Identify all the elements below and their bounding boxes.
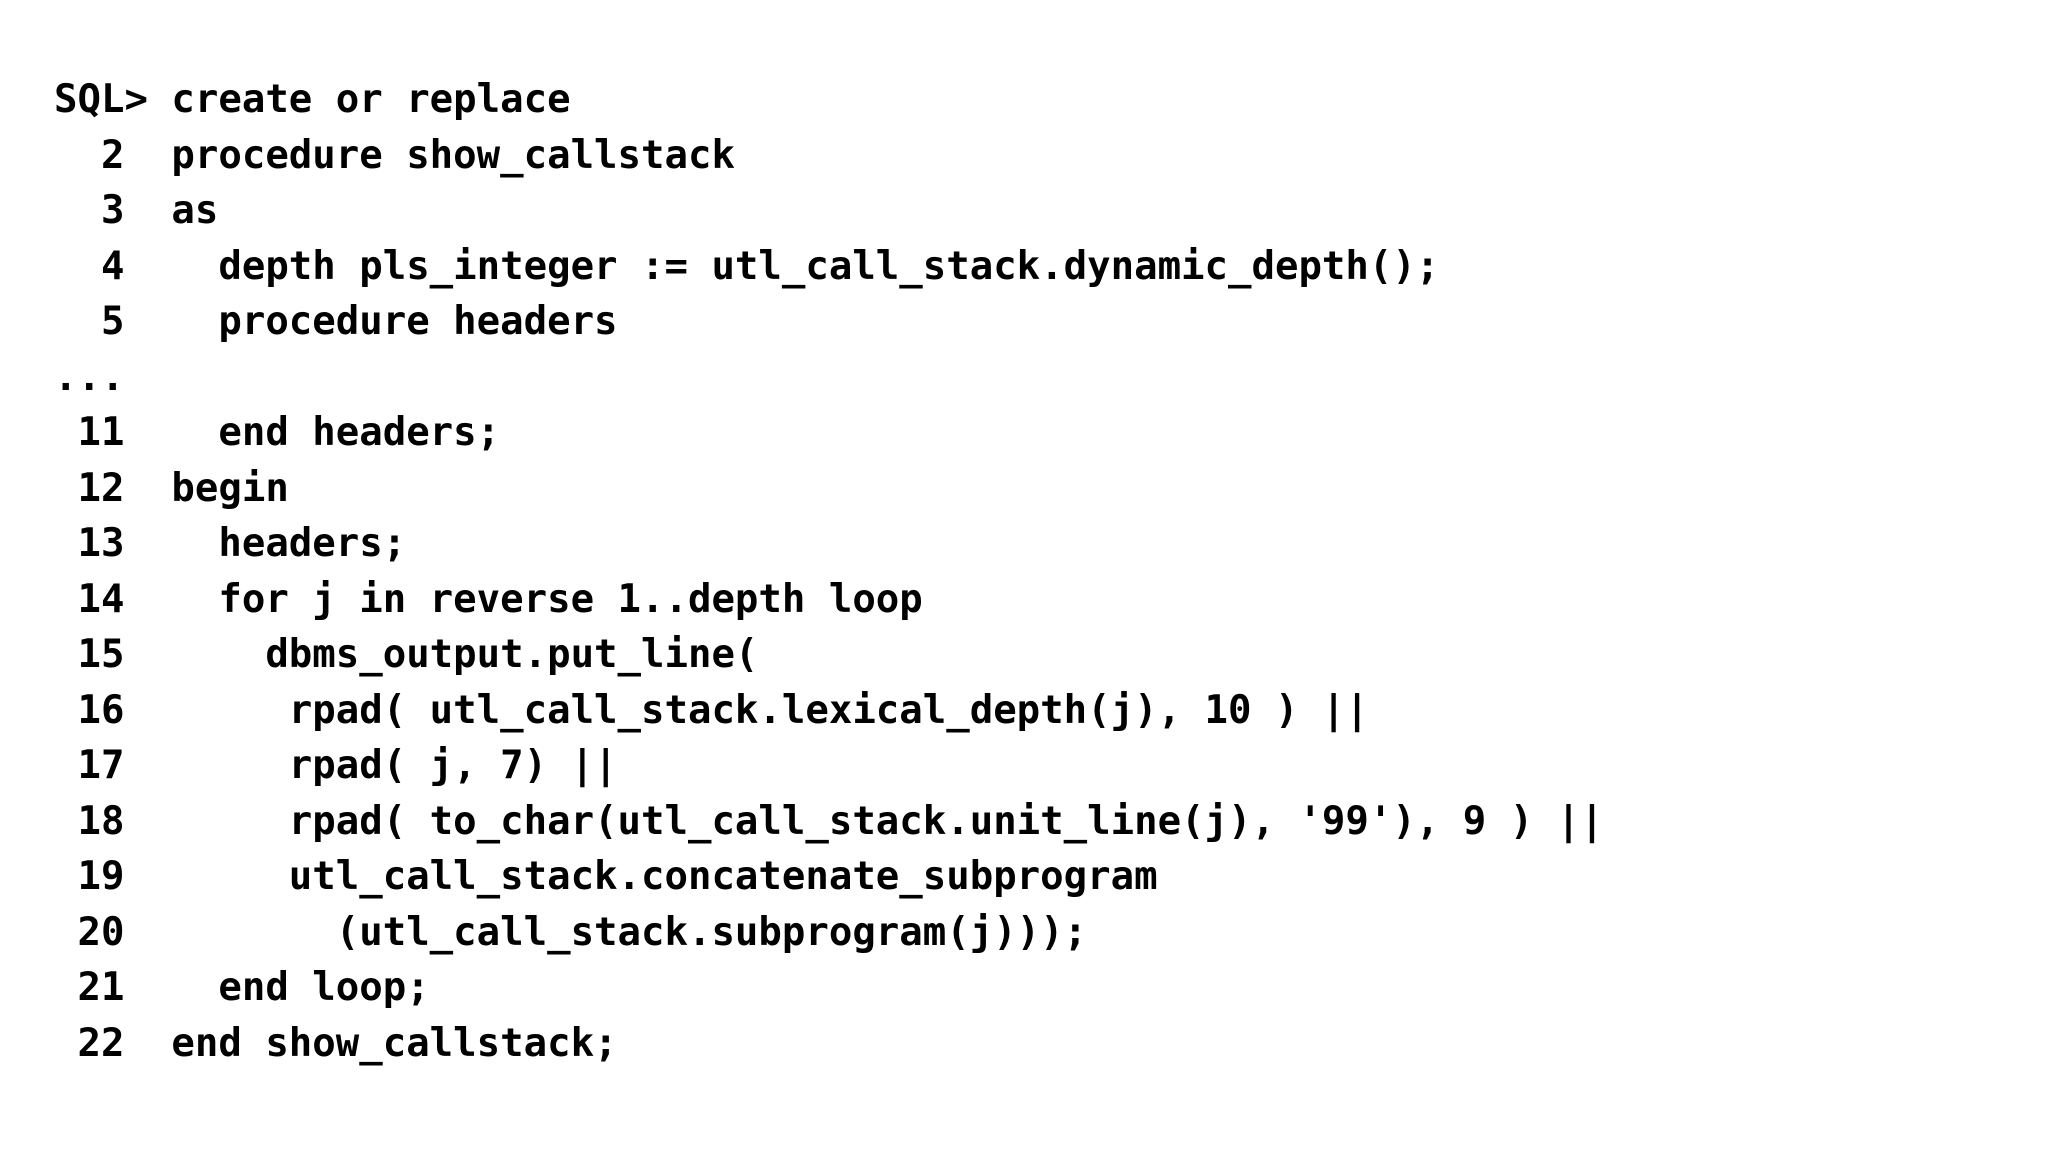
line-number-gutter: 22 <box>54 1020 172 1066</box>
code-text: end show_callstack; <box>171 1020 618 1066</box>
code-line: 17 rpad( j, 7) || <box>54 738 2048 794</box>
code-text: rpad( j, 7) || <box>171 743 618 788</box>
code-text: end loop; <box>171 965 430 1010</box>
code-text: dbms_output.put_line( <box>171 632 759 677</box>
line-number-gutter: 14 <box>54 576 172 622</box>
line-number-gutter: 13 <box>54 521 172 566</box>
line-number-gutter: 2 <box>54 132 172 178</box>
line-number-gutter: 11 <box>54 410 172 455</box>
line-number-gutter: 18 <box>54 798 172 844</box>
line-number-gutter: 21 <box>54 965 172 1010</box>
code-line: 19 utl_call_stack.concatenate_subprogram <box>54 849 2048 905</box>
line-number-gutter: 3 <box>54 188 172 233</box>
code-line: 18 rpad( to_char(utl_call_stack.unit_lin… <box>54 794 2048 850</box>
code-line: 16 rpad( utl_call_stack.lexical_depth(j)… <box>54 683 2048 739</box>
code-line: 11 end headers; <box>54 405 2048 461</box>
code-text: rpad( utl_call_stack.lexical_depth(j), 1… <box>171 687 1369 733</box>
line-number-gutter: 16 <box>54 687 172 733</box>
code-line: 5 procedure headers <box>54 294 2048 350</box>
code-line: 12 begin <box>54 461 2048 517</box>
code-text: end headers; <box>171 410 501 455</box>
code-line: 15 dbms_output.put_line( <box>54 627 2048 683</box>
code-text: headers; <box>171 521 407 566</box>
code-line: 13 headers; <box>54 516 2048 572</box>
code-text: create or replace <box>171 77 571 122</box>
code-line: 4 depth pls_integer := utl_call_stack.dy… <box>54 239 2048 295</box>
code-line: ... <box>54 350 2048 406</box>
code-line: 2 procedure show_callstack <box>54 128 2048 184</box>
code-line: 21 end loop; <box>54 960 2048 1016</box>
line-number-gutter: 17 <box>54 743 172 788</box>
code-text: procedure headers <box>171 299 618 344</box>
line-number-gutter: 12 <box>54 465 172 511</box>
line-number-gutter: 20 <box>54 909 172 955</box>
code-line: 14 for j in reverse 1..depth loop <box>54 572 2048 628</box>
code-line: 22 end show_callstack; <box>54 1016 2048 1072</box>
code-text: procedure show_callstack <box>171 132 735 178</box>
code-line: SQL> create or replace <box>54 72 2048 128</box>
code-text: rpad( to_char(utl_call_stack.unit_line(j… <box>171 798 1604 844</box>
line-number-gutter: 4 <box>54 243 172 289</box>
code-text: for j in reverse 1..depth loop <box>171 576 923 622</box>
code-text: (utl_call_stack.subprogram(j))); <box>171 909 1088 955</box>
code-text: depth pls_integer := utl_call_stack.dyna… <box>171 243 1440 289</box>
line-number-gutter: ... <box>54 354 125 400</box>
sql-prompt: SQL> <box>54 77 172 122</box>
sql-source-transcript[interactable]: SQL> create or replace 2 procedure show_… <box>54 72 2048 1071</box>
code-line: 3 as <box>54 183 2048 239</box>
code-text: utl_call_stack.concatenate_subprogram <box>171 854 1158 899</box>
code-line: 20 (utl_call_stack.subprogram(j))); <box>54 905 2048 961</box>
line-number-gutter: 5 <box>54 299 172 344</box>
line-number-gutter: 19 <box>54 854 172 899</box>
line-number-gutter: 15 <box>54 632 172 677</box>
code-text: as <box>171 188 219 233</box>
code-text: begin <box>171 465 289 511</box>
